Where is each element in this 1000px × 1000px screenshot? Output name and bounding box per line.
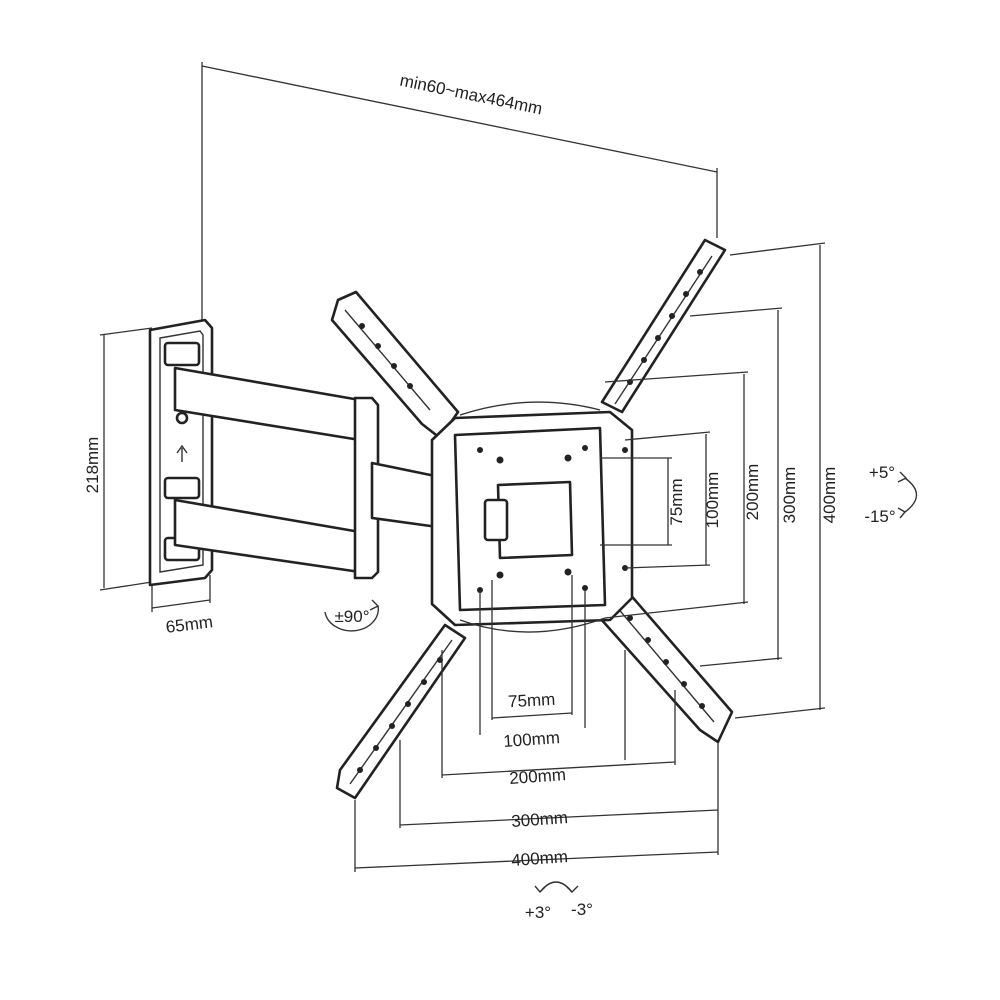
vesa-vertical-dimensions: 75mm 100mm 200mm 300mm 400mm: [600, 242, 839, 719]
tilt-down-label: -15°: [864, 507, 895, 526]
tilt-indicator: +5° -15°: [864, 463, 918, 526]
v300-label: 300mm: [780, 467, 799, 524]
tv-bracket-lower-right: [598, 590, 734, 744]
h100-label: 100mm: [503, 728, 561, 751]
wall-height-label: 218mm: [83, 437, 102, 494]
tilt-up-label: +5°: [869, 463, 895, 482]
h200-label: 200mm: [509, 765, 567, 788]
level-minus-label: -3°: [571, 900, 593, 919]
h400-label: 400mm: [511, 847, 569, 870]
vesa-horizontal-dimensions: 75mm 100mm 200mm 300mm 400mm: [354, 575, 719, 872]
v400-label: 400mm: [820, 467, 839, 524]
swing-arm: [173, 366, 447, 580]
v100-label: 100mm: [703, 472, 722, 529]
v75-label: 75mm: [667, 478, 686, 525]
level-plus-label: +3°: [525, 903, 551, 922]
tv-bracket-upper-right: [600, 238, 727, 414]
mounting-plate: [430, 401, 634, 633]
h300-label: 300mm: [511, 808, 569, 831]
tv-bracket-lower-left: [335, 623, 467, 800]
level-indicator: +3° -3°: [525, 881, 593, 922]
swivel-label: ±90°: [334, 607, 369, 626]
v200-label: 200mm: [743, 464, 762, 521]
swivel-indicator: ±90°: [324, 599, 380, 632]
wall-width-label: 65mm: [165, 612, 214, 637]
tv-bracket-upper-left: [330, 290, 460, 440]
extension-dimension: min60~max464mm: [201, 62, 718, 322]
wall-height-dimension: 218mm: [83, 327, 153, 591]
h75-label: 75mm: [508, 690, 556, 711]
